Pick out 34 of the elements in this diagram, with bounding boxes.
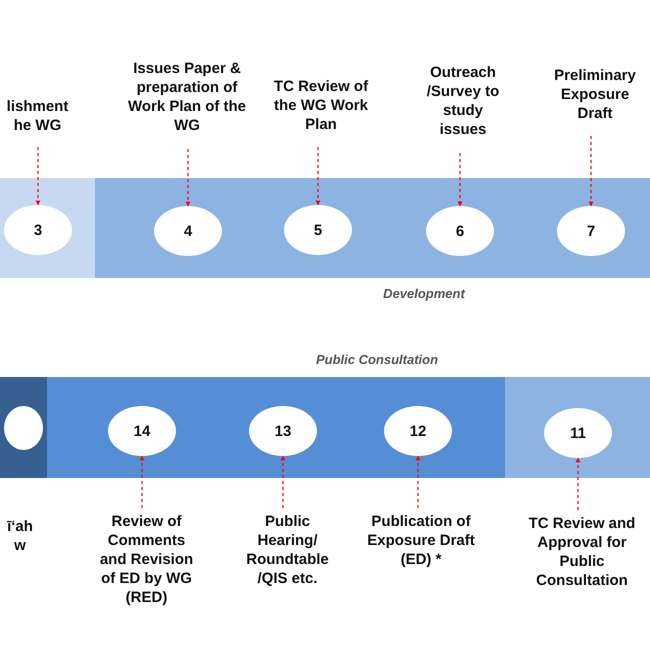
arrow: [588, 136, 594, 206]
step-ellipse: 6: [426, 206, 494, 256]
step-ellipse: 14: [108, 406, 176, 456]
step-label: ī‘ah w: [0, 517, 40, 557]
arrow: [458, 153, 462, 206]
step-ellipse: 11: [544, 408, 612, 458]
step-label: TC Review and Approval for Public Consultation: [527, 514, 637, 594]
step-ellipse: 5: [284, 205, 352, 255]
arrow: [576, 458, 580, 510]
phase-label: Public Consultation: [316, 352, 438, 367]
step-label: Public Hearing/ Roundtable /QIS etc.: [240, 512, 335, 592]
step-ellipse: 13: [249, 406, 317, 456]
arrow: [316, 147, 320, 206]
phase-band: [505, 377, 650, 478]
step-label: Publication of Exposure Draft (ED) *: [361, 512, 481, 572]
step-label: Preliminary Exposure Draft: [545, 66, 645, 126]
arrow: [36, 147, 40, 206]
step-label: Review of Comments and Revision of ED by WG (RED): [94, 512, 199, 612]
step-label: TC Review of the WG Work Plan: [266, 77, 376, 137]
phase-band: [0, 377, 47, 478]
step-ellipse: 4: [154, 206, 222, 256]
step-ellipse: 3: [4, 205, 72, 255]
phase-band: [0, 178, 95, 278]
step-ellipse: 12: [384, 406, 452, 456]
step-label: lishment he WG: [0, 97, 75, 137]
arrow: [186, 149, 190, 206]
step-label: Issues Paper & preparation of Work Plan of the WG: [127, 59, 247, 139]
phase-label: Development: [383, 286, 465, 301]
arrow: [280, 456, 286, 508]
arrow: [416, 456, 420, 508]
step-label: Outreach /Survey to study issues: [418, 63, 508, 143]
step-ellipse: 7: [557, 206, 625, 256]
arrow: [140, 456, 144, 508]
step-ellipse: [4, 406, 43, 450]
